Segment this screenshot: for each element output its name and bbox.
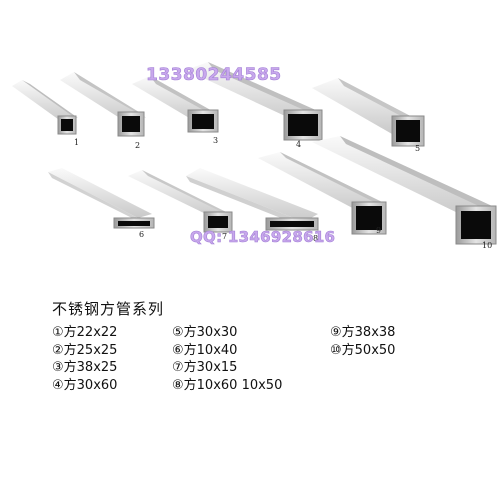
pipe-label-10: 10 [482,241,492,250]
pipe-label-4: 4 [296,140,301,149]
caption: 不锈钢方管系列 ①方22x22 ②方25x25 ③方38x25 ④方30x60 … [52,300,492,393]
pipe-2 [60,72,146,137]
pipe-6 [48,168,155,229]
pipe-label-9: 9 [376,226,381,235]
pipe-label-1: 1 [74,138,79,147]
pipe-label-3: 3 [213,136,218,145]
watermark-phone: 13380244585 [146,65,282,85]
spec-item: ④方30x60 [52,377,118,393]
pipe-5 [312,78,425,147]
pipe-7 [128,170,233,233]
pipe-9 [258,152,387,235]
caption-title: 不锈钢方管系列 [52,300,165,318]
spec-column-1: ①方22x22 ②方25x25 ③方38x25 ④方30x60 [52,324,117,394]
spec-item: ⑧方10x60 10x50 [172,377,283,393]
pipe-8 [186,168,319,231]
pipe-label-7: 7 [222,232,227,241]
spec-item: ②方25x25 [52,342,118,358]
spec-column-2: ⑤方30x30 ⑥方10x40 ⑦方30x15 ⑧方10x60 10x50 [172,324,282,394]
pipe-label-8: 8 [313,234,318,243]
pipe-1 [12,80,78,135]
pipe-label-6: 6 [139,230,144,239]
pipe-4 [186,62,323,141]
spec-item: ①方22x22 [52,325,118,340]
pipe-label-2: 2 [135,141,140,150]
spec-item: ⑨方38x38 [330,325,396,340]
spec-item: ⑩方50x50 [330,342,396,358]
watermark-qq: QQ: 1346928616 [190,228,335,246]
spec-column-3: ⑨方38x38 ⑩方50x50 [330,324,395,359]
pipe-3 [132,76,219,133]
spec-item: ⑦方30x15 [172,360,238,375]
pipe-label-5: 5 [415,144,420,153]
spec-item: ③方38x25 [52,360,118,375]
spec-item: ⑥方10x40 [172,342,238,358]
pipe-10 [312,136,497,245]
spec-item: ⑤方30x30 [172,325,238,340]
